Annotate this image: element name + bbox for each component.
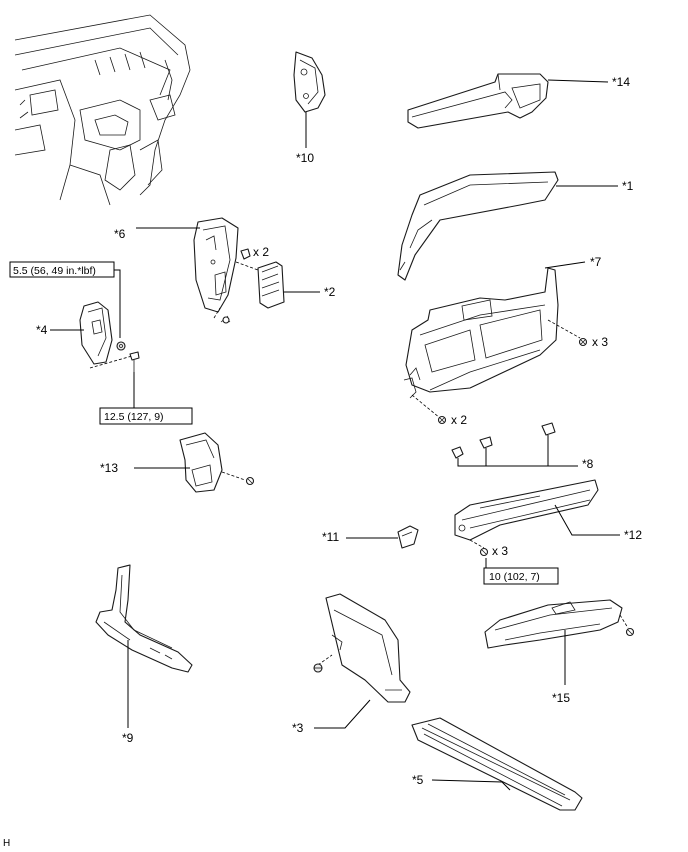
screw-icon (437, 337, 588, 425)
part-2-ecu (235, 261, 320, 309)
label-part-2: *2 (324, 285, 336, 299)
label-part-13: *13 (100, 461, 118, 475)
part-6-bracket (136, 217, 239, 319)
part-3-kick-panel (314, 593, 411, 729)
part-5-scuff-plate (411, 717, 583, 811)
qty-glovebox-lower-screws: x 2 (451, 413, 467, 427)
dashboard-location-view (14, 14, 191, 206)
part-4-switch-bracket (50, 301, 133, 369)
qty-glovebox-screws: x 3 (592, 335, 608, 349)
bolt-icon (129, 351, 140, 372)
part-12-lower-panel (454, 479, 620, 549)
label-part-4: *4 (36, 323, 48, 337)
part-11-clip (346, 525, 419, 549)
label-part-11: *11 (322, 530, 339, 544)
qty-ecu-bolts: x 2 (253, 245, 269, 259)
label-part-14: *14 (612, 75, 630, 89)
torque-screw-12: 10 (102, 7) (489, 571, 540, 583)
part-13-bracket (134, 432, 246, 493)
illustration-code: H (3, 838, 10, 849)
label-part-3: *3 (292, 721, 304, 735)
bolt-icon (625, 627, 635, 637)
label-part-10: *10 (296, 151, 314, 165)
clip-icon (313, 663, 323, 673)
part-8-clips (451, 422, 578, 467)
bolt-icon (245, 476, 255, 486)
torque-leader-line (114, 269, 121, 338)
torque-bolt-4: 12.5 (127, 9) (104, 411, 164, 423)
label-part-1: *1 (622, 179, 634, 193)
label-part-12: *12 (624, 528, 642, 542)
label-part-8: *8 (582, 457, 594, 471)
torque-box-screw-12 (483, 567, 559, 585)
label-part-15: *15 (552, 691, 570, 705)
torque-nut-4: 5.5 (56, 49 in.*lbf) (13, 265, 96, 277)
torque-box-bolt-4 (99, 407, 193, 425)
label-part-6: *6 (114, 227, 126, 241)
label-part-9: *9 (122, 731, 134, 745)
part-10-cover (293, 51, 326, 148)
nut-icon (116, 341, 126, 351)
part-1-glovebox-door (397, 171, 618, 281)
part-15-lower-trim (484, 599, 629, 685)
label-part-5: *5 (412, 773, 424, 787)
part-9-pillar-trim (95, 564, 193, 728)
qty-lower-panel-screws: x 3 (492, 544, 508, 558)
part-7-glovebox-housing (403, 261, 586, 419)
screw-icon (479, 547, 489, 557)
bolt-icon (220, 248, 251, 324)
part-14-upper-trim (407, 73, 609, 129)
label-part-7: *7 (590, 255, 602, 269)
